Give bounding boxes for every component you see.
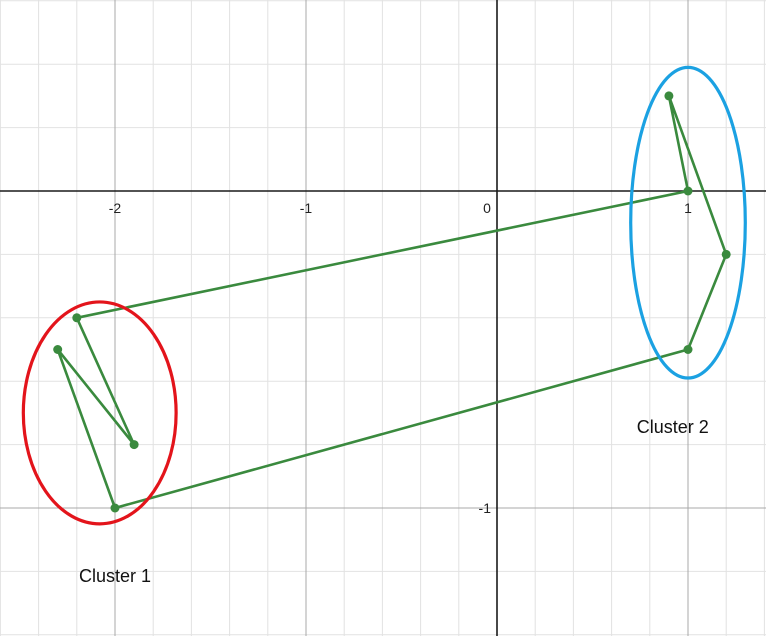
data-point xyxy=(683,345,693,354)
data-point xyxy=(683,186,693,196)
data-point xyxy=(72,313,82,323)
tick-labels: -2 -1 0 1 -1 xyxy=(109,200,692,516)
data-point xyxy=(110,503,120,513)
cluster-2-ellipse xyxy=(629,65,747,380)
y-tick-label: -1 xyxy=(479,500,492,516)
data-point xyxy=(664,91,674,101)
series-layer xyxy=(53,91,731,513)
data-point xyxy=(721,249,731,259)
cluster-1-ellipse xyxy=(21,300,178,526)
x-tick-label: 0 xyxy=(483,200,491,216)
data-point xyxy=(53,345,63,354)
cluster-1-label: Cluster 1 xyxy=(79,566,151,586)
data-point xyxy=(129,440,139,450)
series-line xyxy=(56,95,728,510)
x-tick-label: 1 xyxy=(684,200,692,216)
x-tick-label: -1 xyxy=(300,200,313,216)
annotation-layer: Cluster 1 Cluster 2 xyxy=(21,65,747,586)
x-tick-label: -2 xyxy=(109,200,122,216)
cluster-2-label: Cluster 2 xyxy=(637,417,709,437)
